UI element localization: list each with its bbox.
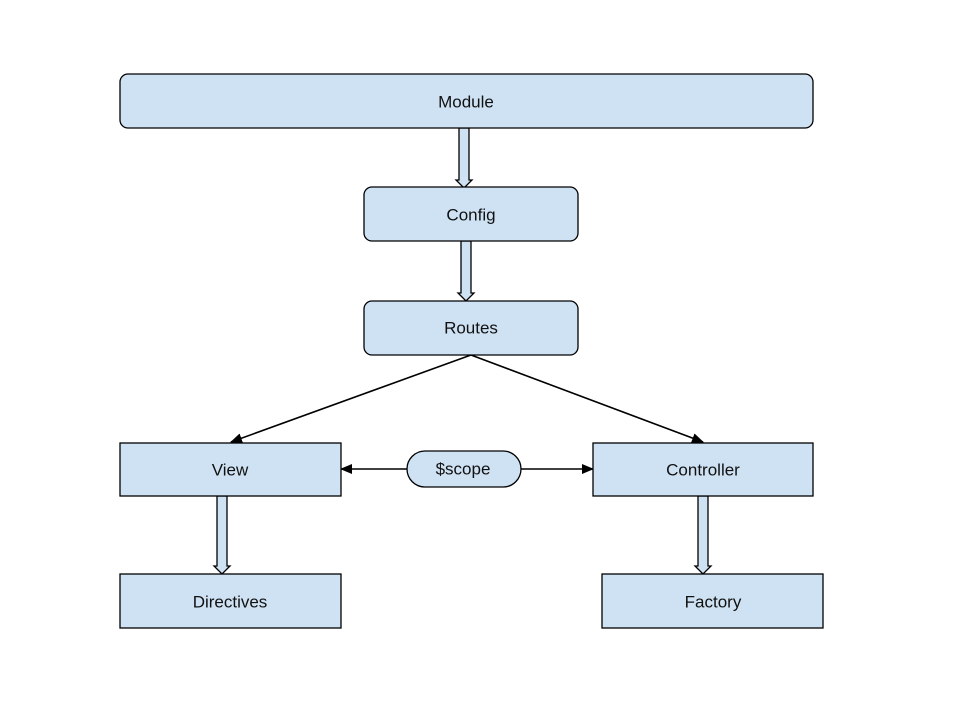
view-label: View (212, 461, 249, 480)
module-node: Module (119, 73, 814, 129)
scope-node: $scope (406, 450, 522, 488)
module-to-config-arrow (454, 127, 474, 189)
controller-node: Controller (592, 442, 814, 497)
module-label: Module (438, 93, 494, 112)
controller-label: Controller (666, 461, 740, 480)
config-node: Config (363, 186, 579, 242)
config-label: Config (446, 206, 495, 225)
routes-node: Routes (363, 300, 579, 356)
factory-node: Factory (601, 573, 824, 629)
directives-label: Directives (193, 593, 268, 612)
factory-label: Factory (685, 593, 742, 612)
scope-label: $scope (436, 460, 491, 479)
view-node: View (119, 442, 342, 497)
controller-to-factory-arrow (693, 495, 713, 575)
routes-to-view-edge (230, 354, 472, 443)
view-to-directives-arrow (212, 495, 232, 575)
config-to-routes-arrow (456, 240, 476, 302)
routes-label: Routes (444, 319, 498, 338)
routes-to-controller-edge (470, 354, 704, 443)
directives-node: Directives (119, 573, 342, 629)
